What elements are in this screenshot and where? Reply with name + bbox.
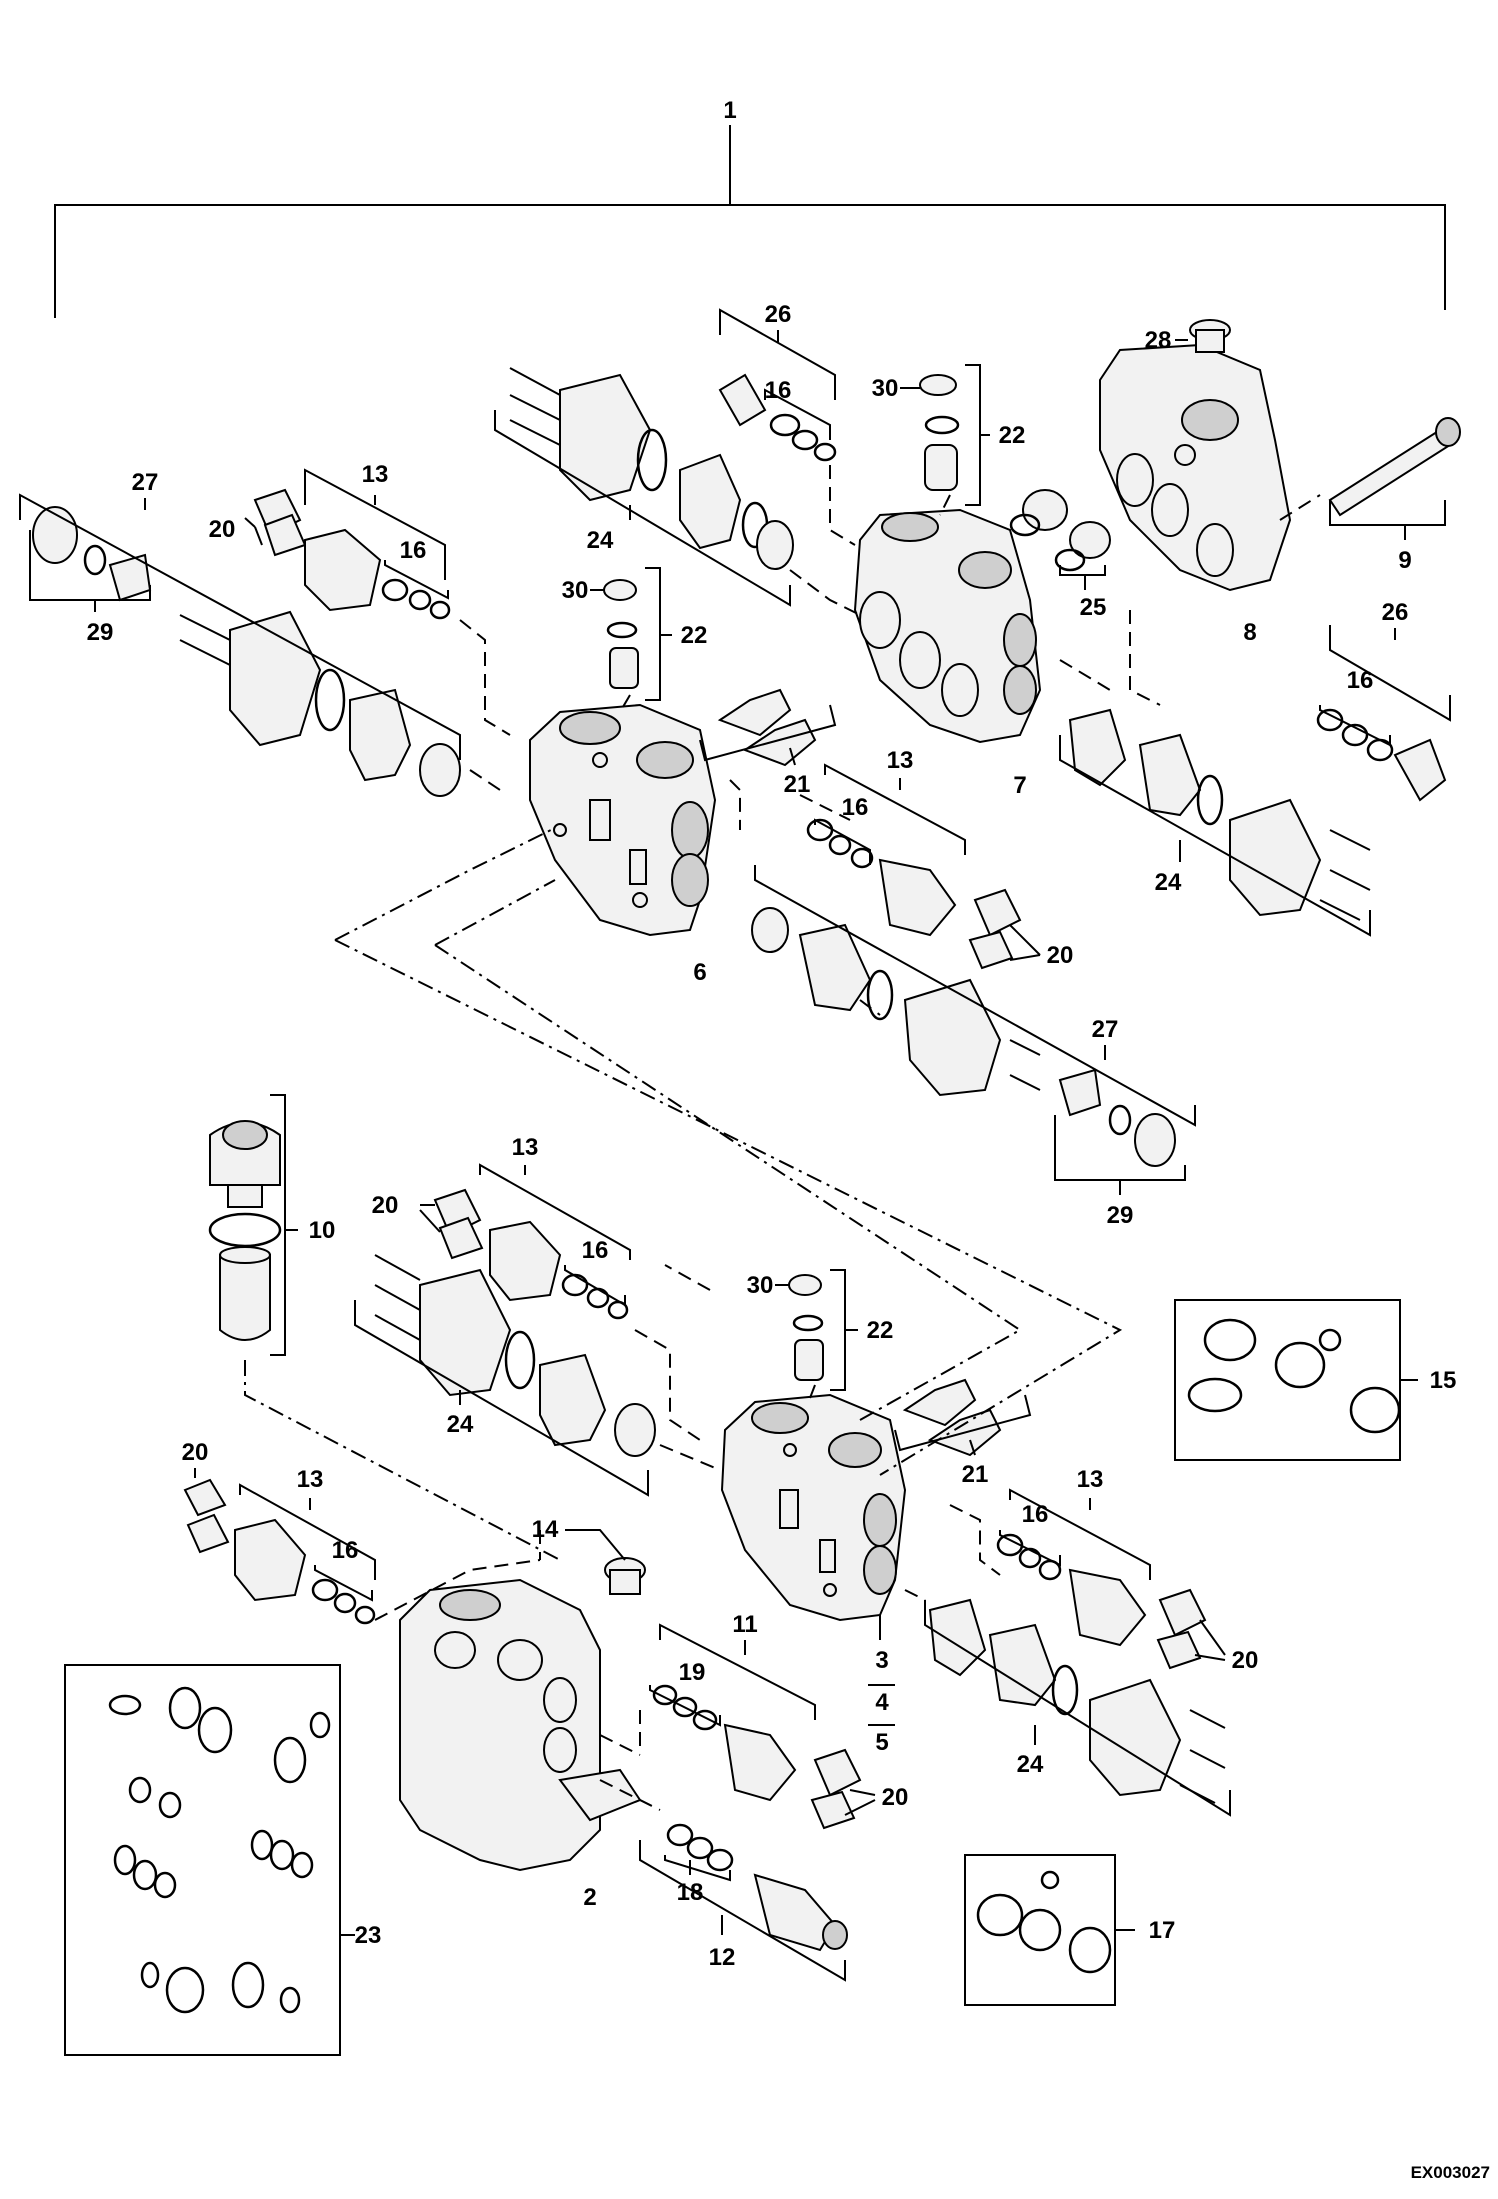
seal-kit-15-box <box>1174 1299 1401 1461</box>
cap-26-upper <box>718 373 837 462</box>
spool-group-13-lower-upper <box>433 1188 629 1320</box>
spool-group-24-upper-left <box>509 367 794 570</box>
label-16-upper-right: 16 <box>842 794 869 821</box>
plug-28 <box>1189 319 1231 353</box>
label-15: 15 <box>1430 1367 1457 1394</box>
label-22-left: 22 <box>681 622 708 649</box>
spool-group-12 <box>666 1823 848 1952</box>
label-4: 4 <box>875 1689 889 1716</box>
label-16-lower-upper: 16 <box>582 1237 609 1264</box>
spool-group-11 <box>652 1684 862 1830</box>
rod-9 <box>1328 417 1461 517</box>
label-16-upper-left: 16 <box>400 537 427 564</box>
label-29-right: 29 <box>1107 1202 1134 1229</box>
brackets <box>19 308 1451 1982</box>
check-valve-25 <box>1009 489 1111 572</box>
label-30-lower: 30 <box>747 1272 774 1299</box>
main-assembly-bracket <box>54 125 1446 318</box>
label-12: 12 <box>709 1944 736 1971</box>
label-16-lower-left: 16 <box>332 1537 359 1564</box>
label-8: 8 <box>1243 619 1256 646</box>
label-20-upper-right: 20 <box>1047 942 1074 969</box>
label-21-lower: 21 <box>962 1461 989 1488</box>
label-28: 28 <box>1145 327 1172 354</box>
label-7: 7 <box>1013 772 1026 799</box>
label-25: 25 <box>1080 594 1107 621</box>
label-19: 19 <box>679 1659 706 1686</box>
label-13-lower-left: 13 <box>297 1466 324 1493</box>
label-26-right: 26 <box>1382 599 1409 626</box>
label-2: 2 <box>583 1884 596 1911</box>
assembly-centerlines <box>244 465 1321 1811</box>
label-3: 3 <box>875 1647 888 1674</box>
label-22-lower: 22 <box>867 1317 894 1344</box>
label-26-upper: 26 <box>765 301 792 328</box>
label-30-upper: 30 <box>872 375 899 402</box>
label-16-lower-right: 16 <box>1022 1501 1049 1528</box>
spool-group-13-upper-right <box>806 818 1022 970</box>
spool-group-27-left <box>32 506 461 797</box>
label-17: 17 <box>1149 1917 1176 1944</box>
end-cover-8 <box>1099 343 1292 592</box>
relief-valve-22-lower <box>788 1274 824 1381</box>
spool-group-24-lower-left <box>374 1254 656 1457</box>
filter-10 <box>208 1120 282 1341</box>
label-14: 14 <box>532 1516 559 1543</box>
label-1: 1 <box>723 97 736 124</box>
label-27-left: 27 <box>132 469 159 496</box>
label-16-right: 16 <box>1347 667 1374 694</box>
relief-valve-22-left <box>603 579 639 689</box>
cap-26-right <box>1316 708 1447 802</box>
spool-group-13-lower-right <box>996 1533 1207 1670</box>
valve-section-6-body <box>529 703 717 937</box>
label-18: 18 <box>677 1879 704 1906</box>
spool-group-13-lower-left <box>183 1478 376 1625</box>
valve-section-3-4-5-body <box>720 1393 907 1622</box>
label-23: 23 <box>355 1922 382 1949</box>
label-22-upper: 22 <box>999 422 1026 449</box>
label-24-upper-right: 24 <box>1155 869 1182 896</box>
label-27-right: 27 <box>1092 1016 1119 1043</box>
valve-section-7-body <box>853 508 1042 744</box>
plug-14 <box>604 1557 646 1595</box>
valve-21-lower <box>902 1378 1002 1457</box>
label-20-lower-left: 20 <box>182 1439 209 1466</box>
label-24-upper-left: 24 <box>587 527 614 554</box>
label-13-lower-upper: 13 <box>512 1134 539 1161</box>
spool-group-24-lower-right <box>928 1598 1226 1804</box>
spool-group-27-right <box>751 907 1176 1167</box>
inlet-section-2 <box>399 1578 642 1872</box>
label-20-upper-left: 20 <box>209 516 236 543</box>
label-10: 10 <box>309 1217 336 1244</box>
valve-21-upper <box>717 688 817 767</box>
label-21-upper: 21 <box>784 771 811 798</box>
callout-labels: 1 2 3 4 5 6 7 8 9 10 11 12 13 13 13 13 1… <box>87 97 1490 2182</box>
relief-valve-22-upper <box>919 374 960 491</box>
label-24-lower-right: 24 <box>1017 1751 1044 1778</box>
label-20-center: 20 <box>882 1784 909 1811</box>
label-13-lower-right: 13 <box>1077 1466 1104 1493</box>
label-9: 9 <box>1398 547 1411 574</box>
drawing-code: EX003027 <box>1411 2163 1490 2182</box>
label-16-upper: 16 <box>765 377 792 404</box>
spool-group-13-upper-left <box>253 488 451 620</box>
seal-kit-23-box <box>64 1664 341 2056</box>
label-13-upper-left: 13 <box>362 461 389 488</box>
label-5: 5 <box>875 1729 888 1756</box>
label-20-lower-upper: 20 <box>372 1192 399 1219</box>
label-30-left: 30 <box>562 577 589 604</box>
seal-kit-17-box <box>964 1854 1116 2006</box>
label-20-lower-right: 20 <box>1232 1647 1259 1674</box>
spool-group-24-upper-right <box>1068 708 1371 921</box>
label-29-left: 29 <box>87 619 114 646</box>
label-13-upper-right: 13 <box>887 747 914 774</box>
label-11: 11 <box>732 1611 757 1638</box>
label-24-lower-left: 24 <box>447 1411 474 1438</box>
label-6: 6 <box>693 959 706 986</box>
